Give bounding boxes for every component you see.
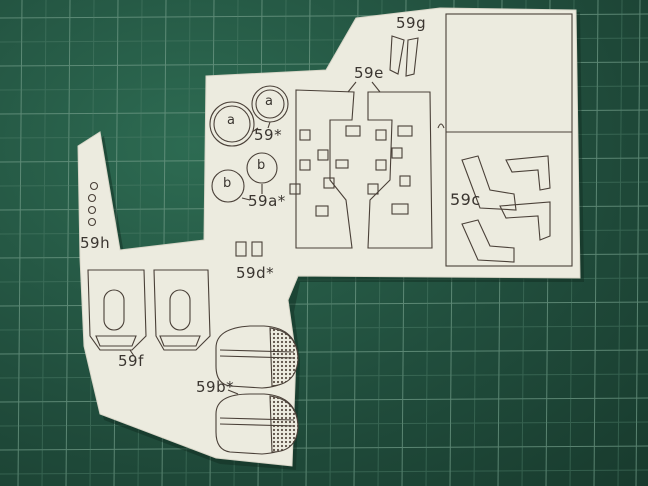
label-59a: 59a* — [248, 192, 286, 210]
label-59f: 59f — [118, 352, 144, 370]
label-59b: 59b* — [196, 378, 235, 396]
label-59g: 59g — [396, 14, 427, 32]
circle-label-b1: b — [223, 176, 232, 191]
label-59e: 59e — [354, 64, 384, 82]
circle-label-b2: b — [257, 158, 266, 173]
circle-label-a2: a — [265, 94, 274, 109]
label-59c: 59c — [450, 190, 481, 209]
label-59-star: 59* — [254, 126, 283, 144]
label-59h: 59h — [80, 234, 111, 252]
printed-parts — [87, 13, 573, 357]
part-59b-shapes — [215, 325, 299, 455]
paper-sheet — [77, 7, 581, 467]
circle-label-a1: a — [227, 113, 236, 128]
label-59d: 59d* — [236, 264, 275, 282]
